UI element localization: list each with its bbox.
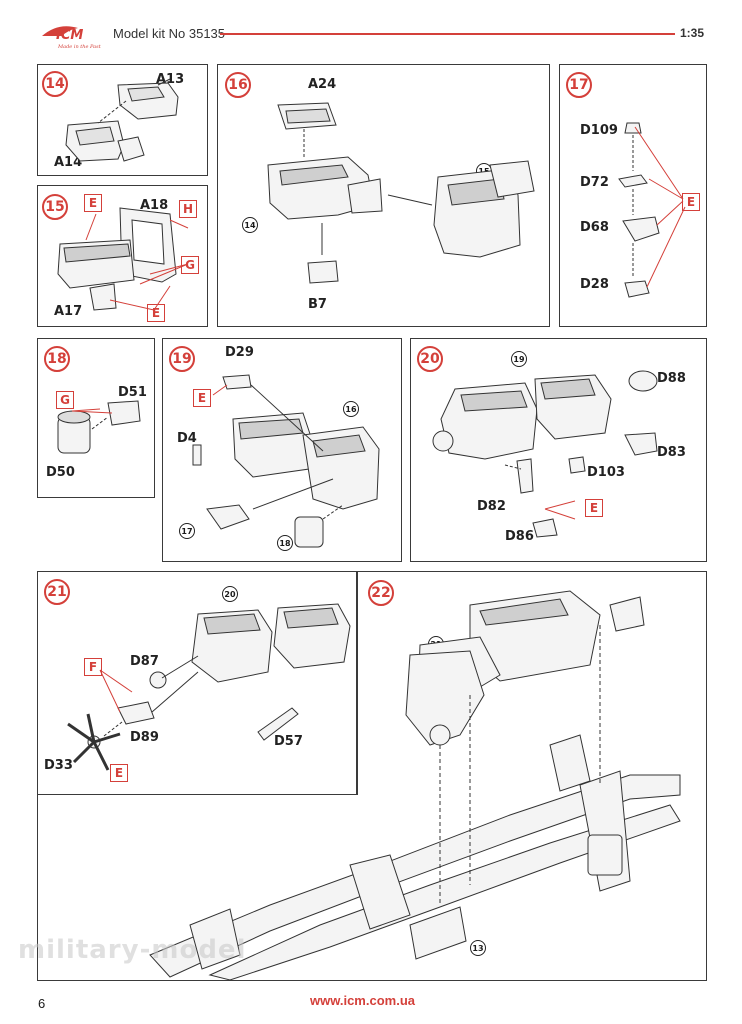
part-label: D88 xyxy=(657,371,686,386)
svg-text:Made in the Past: Made in the Past xyxy=(57,44,102,50)
step-reference: 20 xyxy=(222,586,238,602)
part-label: D68 xyxy=(580,220,609,235)
step-reference: 18 xyxy=(277,535,293,551)
part-label: D4 xyxy=(177,431,197,446)
part-label: D83 xyxy=(657,445,686,460)
paint-tag: H xyxy=(179,200,197,218)
paint-tag: G xyxy=(181,256,199,274)
fan-assembly-drawing xyxy=(67,603,351,771)
step-reference: 16 xyxy=(343,401,359,417)
paint-tag: E xyxy=(193,389,211,407)
filter-drawing xyxy=(57,400,141,454)
step-15-panel: 15 A18 A17 E H G E xyxy=(37,185,208,327)
paint-tag: G xyxy=(56,391,74,409)
scale-label: 1:35 xyxy=(680,26,705,40)
engine-side-drawing xyxy=(192,374,380,548)
part-label: A18 xyxy=(140,198,169,213)
svg-text:ICM: ICM xyxy=(56,28,83,43)
step-reference: 13 xyxy=(470,940,486,956)
part-label: D51 xyxy=(118,385,147,400)
icm-logo: ICM Made in the Past xyxy=(38,22,108,50)
step-number: 17 xyxy=(566,72,592,98)
part-label: D29 xyxy=(225,345,254,360)
step-20-panel: 20 19 D88 D83 D103 D82 D86 E xyxy=(410,338,707,562)
part-label: D50 xyxy=(46,465,75,480)
step-number: 16 xyxy=(225,72,251,98)
step-number: 21 xyxy=(44,579,70,605)
part-label: D89 xyxy=(130,730,159,745)
step-16-panel: 16 A24 B7 14 15 xyxy=(217,64,550,327)
part-label: D28 xyxy=(580,277,609,292)
step-reference: 17 xyxy=(179,523,195,539)
paint-tag: E xyxy=(84,194,102,212)
step-number: 18 xyxy=(44,346,70,372)
step-18-panel: 18 D51 D50 G xyxy=(37,338,155,498)
step-19-panel: 19 D29 D4 E 16 17 18 xyxy=(162,338,402,562)
part-label: A17 xyxy=(54,304,83,319)
part-label: B7 xyxy=(308,297,327,312)
part-label: D87 xyxy=(130,654,159,669)
step-number: 20 xyxy=(417,346,443,372)
engine-gearbox-drawing xyxy=(432,370,658,538)
step-number: 15 xyxy=(42,194,68,220)
chassis-frame-drawing xyxy=(149,590,681,981)
step-22-frame-bottom xyxy=(37,795,707,981)
step-14-panel: 14 A13 A14 xyxy=(37,64,208,176)
paint-tag: E xyxy=(147,304,165,322)
step-reference: 14 xyxy=(242,217,258,233)
watermark: military-model xyxy=(18,935,247,965)
part-label: D82 xyxy=(477,499,506,514)
page-number: 6 xyxy=(38,996,46,1011)
step-number: 19 xyxy=(169,346,195,372)
part-label: A24 xyxy=(308,77,337,92)
part-label: D109 xyxy=(580,123,618,138)
header-rule xyxy=(220,33,675,35)
website-link[interactable]: www.icm.com.ua xyxy=(310,993,415,1008)
step-21-panel: 21 20 D87 D89 D33 D57 F E xyxy=(37,571,357,795)
step-number: 22 xyxy=(368,580,394,606)
step-number: 14 xyxy=(42,71,68,97)
part-label: D57 xyxy=(274,734,303,749)
step-22-frame-right xyxy=(357,571,707,795)
fuel-pump-drawing xyxy=(618,122,686,298)
paint-tag: E xyxy=(585,499,603,517)
engine-assembly-drawing xyxy=(267,102,535,284)
part-label: D86 xyxy=(505,529,534,544)
paint-tag: F xyxy=(84,658,102,676)
engine-block-drawing xyxy=(65,78,179,162)
cylinder-head-drawing xyxy=(57,207,189,311)
part-label: D72 xyxy=(580,175,609,190)
part-label: A14 xyxy=(54,155,83,170)
paint-tag: E xyxy=(110,764,128,782)
part-label: D33 xyxy=(44,758,73,773)
step-17-panel: 17 D109 D72 D68 D28 E xyxy=(559,64,707,327)
step-reference: 19 xyxy=(511,351,527,367)
part-label: D103 xyxy=(587,465,625,480)
model-kit-title: Model kit No 35135 xyxy=(113,26,226,41)
